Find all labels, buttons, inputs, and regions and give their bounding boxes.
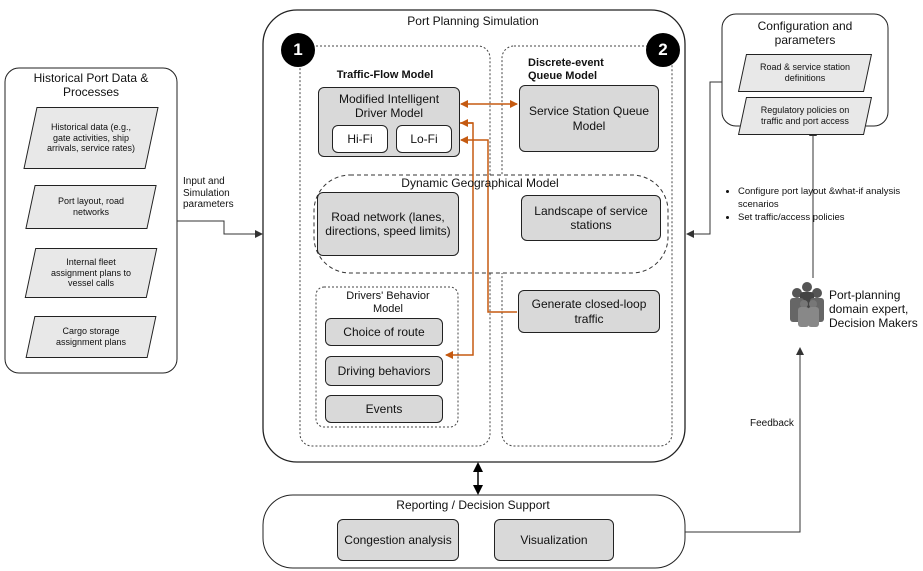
queue-model-box: Service Station Queue Model — [519, 85, 659, 152]
driving-box: Driving behaviors — [325, 356, 443, 386]
input-arrow — [177, 220, 263, 238]
historical-item-4: Cargo storage assignment plans — [25, 316, 157, 358]
dynamic-geo-title: Dynamic Geographical Model — [401, 176, 559, 190]
input-params-label: Input and Simulation parameters — [183, 176, 234, 210]
bullet-2: Set traffic/access policies — [738, 212, 918, 225]
congestion-box: Congestion analysis — [337, 519, 459, 561]
reporting-title: Reporting / Decision Support — [396, 498, 550, 512]
historical-item-1: Historical data (e.g., gate activities, … — [23, 107, 159, 169]
people-group-icon — [790, 282, 824, 327]
config-item-1: Road & service station definitions — [737, 54, 873, 92]
historical-item-2: Port layout, road networks — [25, 185, 157, 229]
config-item-2: Regulatory policies on traffic and port … — [737, 97, 873, 135]
hifi-box: Hi-Fi — [332, 125, 388, 153]
closed-loop-arrow-to-lofi — [460, 136, 517, 313]
drivers-title: Drivers' Behavior Model — [346, 290, 430, 315]
closed-loop-box: Generate closed-loop traffic — [518, 290, 660, 333]
config-arrow — [686, 81, 722, 238]
landscape-box: Landscape of service stations — [521, 195, 661, 241]
config-bullets: Configure port layout &what-if analysis … — [724, 186, 918, 224]
visualization-box: Visualization — [494, 519, 614, 561]
drivers-panel — [315, 286, 459, 428]
badge-1: 1 — [281, 33, 315, 67]
discrete-event-title: Discrete-event Queue Model — [528, 57, 604, 82]
road-network-box: Road network (lanes, directions, speed l… — [317, 192, 459, 256]
feedback-arrow — [685, 347, 804, 533]
historical-item-3-text: Internal fleet assignment plans to vesse… — [50, 256, 132, 289]
idm-label: Modified Intelligent Driver Model — [338, 92, 440, 121]
experts-label: Port-planning domain expert, Decision Ma… — [829, 288, 918, 330]
traffic-flow-title: Traffic-Flow Model — [336, 69, 434, 81]
historical-item-3: Internal fleet assignment plans to vesse… — [24, 248, 158, 298]
config-item-1-text: Road & service station definitions — [759, 62, 851, 83]
historical-item-4-text: Cargo storage assignment plans — [55, 326, 127, 347]
feedback-label: Feedback — [750, 418, 794, 429]
historical-title: Historical Port Data & Processes — [33, 71, 149, 99]
config-item-2-text: Regulatory policies on traffic and port … — [760, 105, 850, 126]
events-box: Events — [325, 395, 443, 423]
simulation-title: Port Planning Simulation — [407, 14, 539, 28]
badge-2: 2 — [646, 33, 680, 67]
lofi-box: Lo-Fi — [396, 125, 452, 153]
bullet-1: Configure port layout &what-if analysis … — [738, 186, 918, 212]
config-title: Configuration and parameters — [757, 19, 853, 47]
historical-item-1-text: Historical data (e.g., gate activities, … — [46, 121, 136, 154]
route-box: Choice of route — [325, 318, 443, 346]
historical-item-2-text: Port layout, road networks — [57, 196, 125, 217]
